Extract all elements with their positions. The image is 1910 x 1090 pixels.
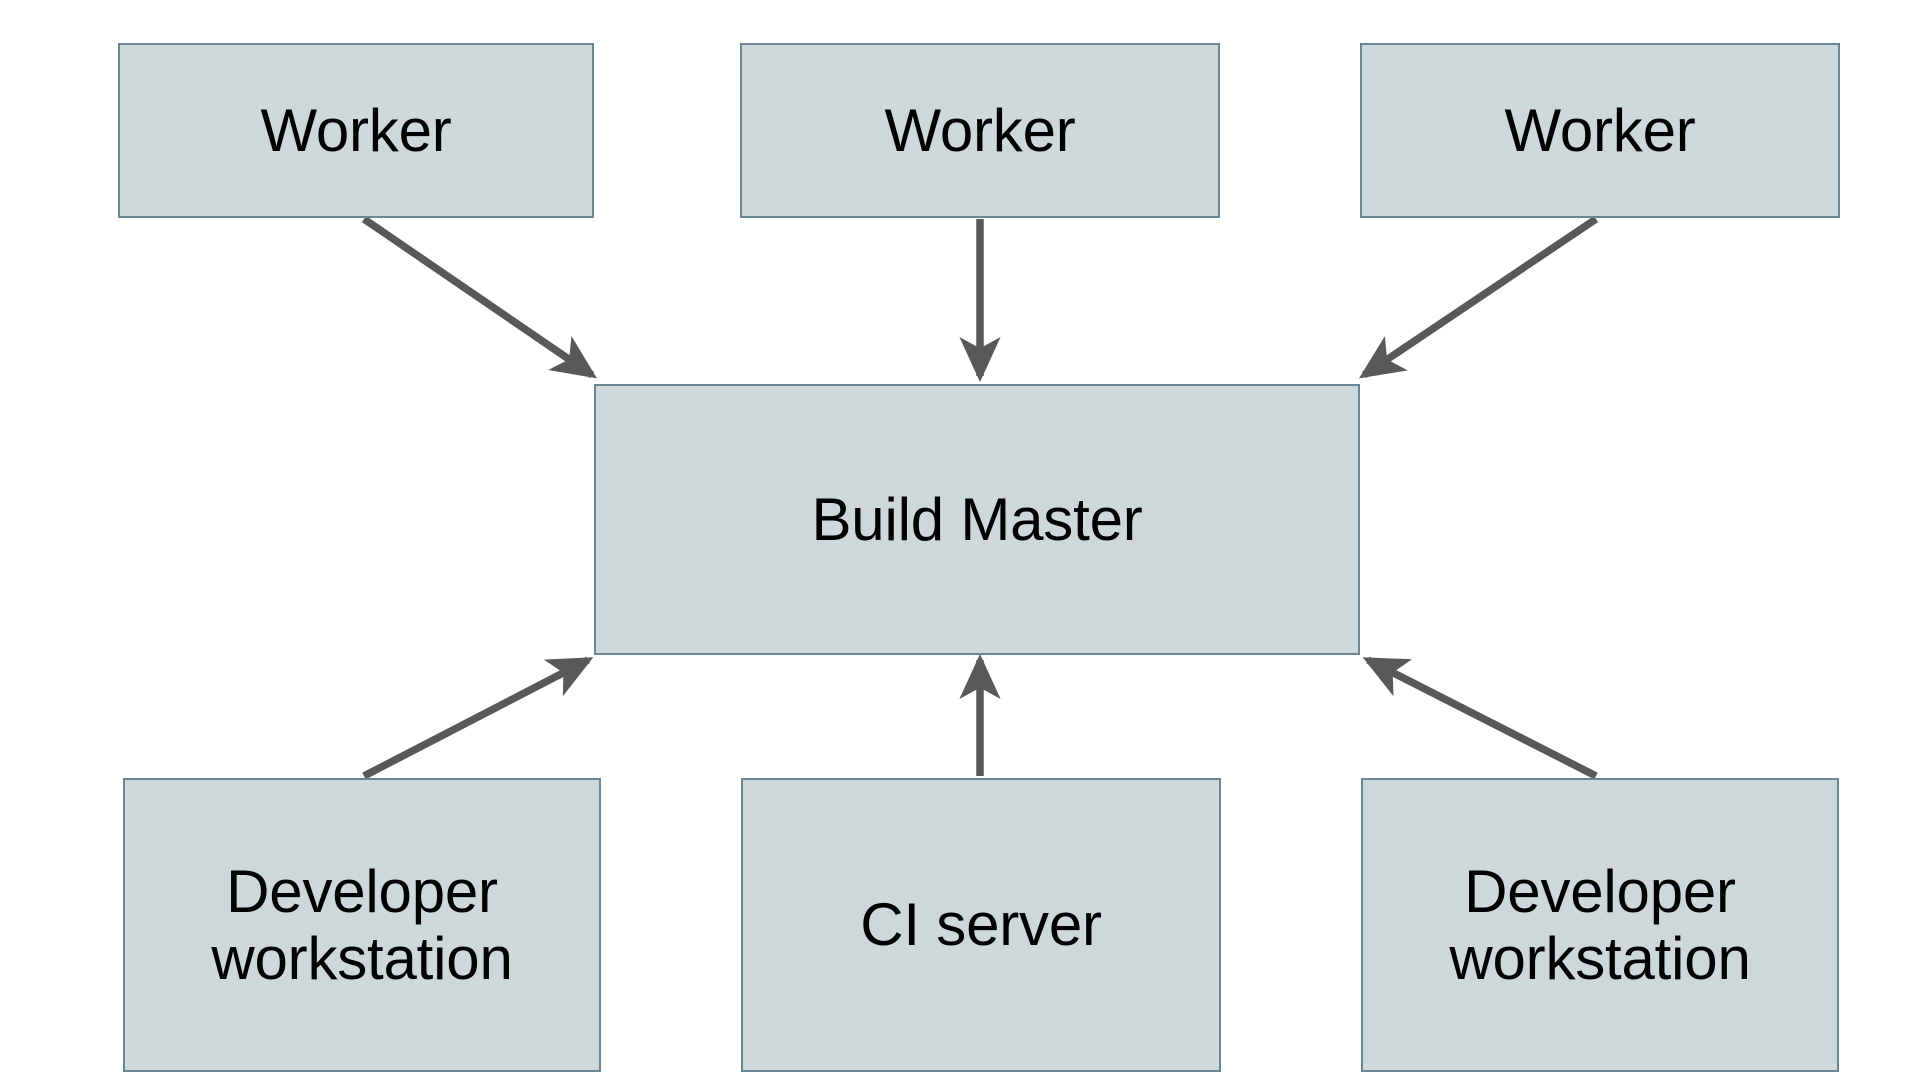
node-developer-workstation-left[interactable]: Developer workstation <box>123 778 601 1072</box>
node-build-master[interactable]: Build Master <box>594 384 1360 655</box>
node-worker-3[interactable]: Worker <box>1360 43 1840 218</box>
node-developer-workstation-right[interactable]: Developer workstation <box>1361 778 1839 1072</box>
node-ci-server[interactable]: CI server <box>741 778 1221 1072</box>
edge-devright-master <box>1362 656 1598 780</box>
edge-devleft-master <box>362 656 594 780</box>
node-worker-1-label: Worker <box>260 96 452 164</box>
node-worker-2-label: Worker <box>884 96 1076 164</box>
node-worker-3-label: Worker <box>1504 96 1696 164</box>
node-developer-workstation-right-label: Developer workstation <box>1449 857 1751 992</box>
edge-worker3-master <box>1359 215 1599 379</box>
node-worker-2[interactable]: Worker <box>740 43 1220 218</box>
node-ci-server-label: CI server <box>860 891 1102 959</box>
edge-worker1-master <box>361 215 597 379</box>
node-worker-1[interactable]: Worker <box>118 43 594 218</box>
node-build-master-label: Build Master <box>811 485 1143 553</box>
node-developer-workstation-left-label: Developer workstation <box>211 857 513 992</box>
